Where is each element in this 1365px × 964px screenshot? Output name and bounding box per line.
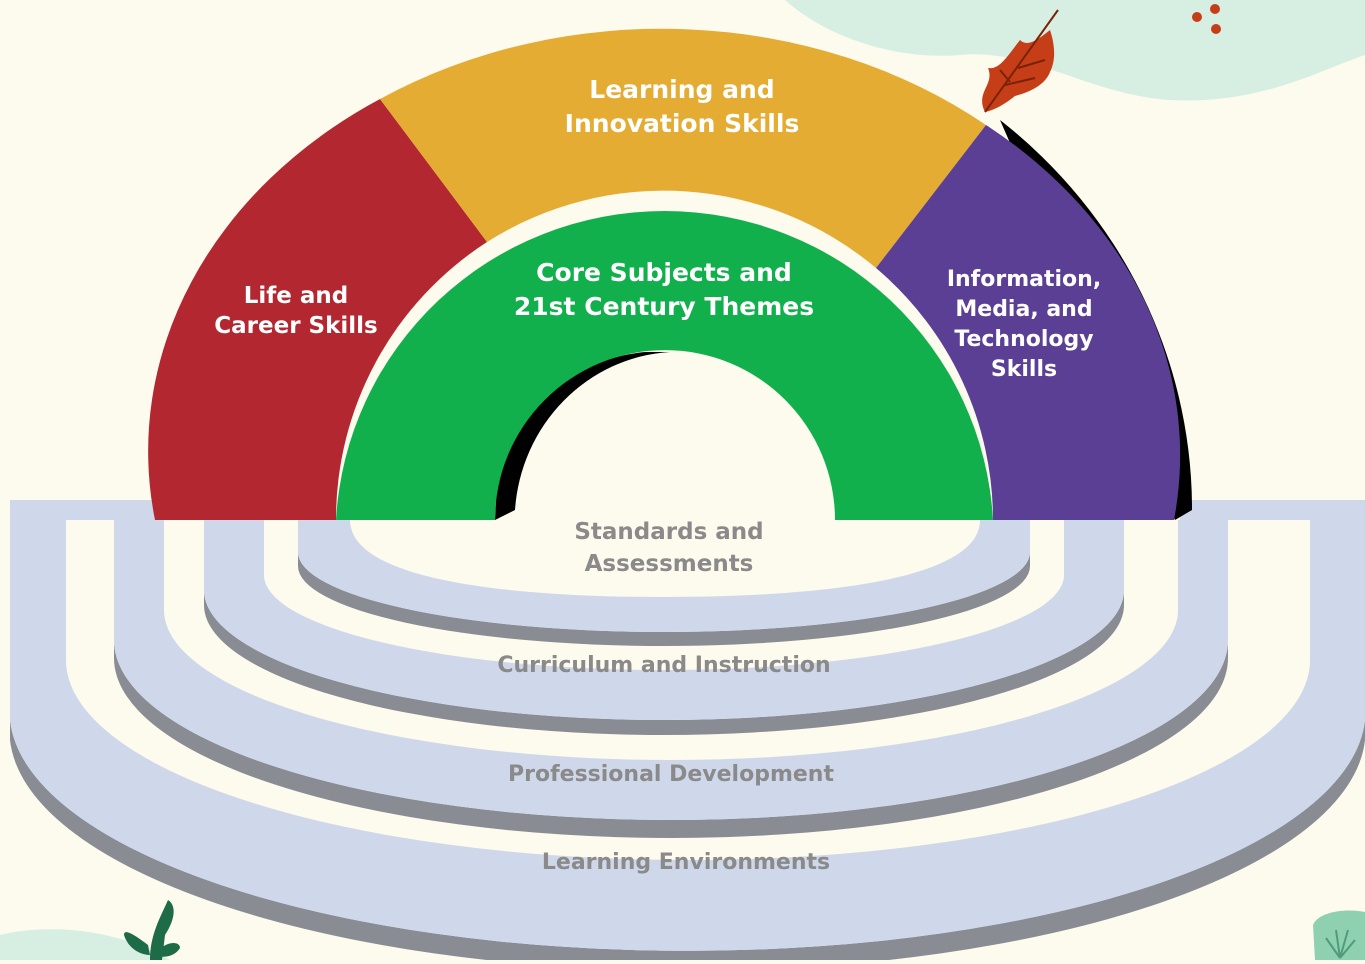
info-media-tech-line3: Technology [954, 327, 1093, 352]
learning-innovation-line2: Innovation Skills [565, 109, 800, 138]
label-environments: Learning Environments [542, 850, 830, 875]
label-professional: Professional Development [508, 762, 834, 787]
top-right-blob [785, 0, 1365, 101]
label-standards: Standards and Assessments [574, 519, 763, 577]
ring-fill-center [350, 520, 980, 597]
label-curriculum: Curriculum and Instruction [497, 653, 830, 678]
standards-line1: Standards and [574, 519, 763, 545]
segment-learning-innovation [380, 28, 986, 269]
label-life-career: Life and Career Skills [214, 283, 378, 339]
label-learning-innovation: Learning and Innovation Skills [565, 75, 800, 138]
info-media-tech-line4: Skills [991, 357, 1057, 382]
plant-icon [1313, 910, 1365, 960]
info-media-tech-line1: Information, [947, 267, 1101, 292]
sprout-icon [124, 900, 180, 960]
label-info-media-tech: Information, Media, and Technology Skill… [947, 267, 1101, 382]
inner-arch-shadow [495, 352, 670, 520]
life-career-line1: Life and [244, 283, 349, 309]
info-media-tech-line2: Media, and [955, 297, 1092, 322]
learning-innovation-line1: Learning and [589, 75, 774, 104]
bottom-left-blob [0, 929, 170, 960]
leaf-icon [982, 9, 1059, 113]
segment-core [336, 211, 993, 520]
label-core: Core Subjects and 21st Century Themes [514, 258, 814, 321]
segment-life-career [148, 99, 487, 520]
core-line2: 21st Century Themes [514, 292, 814, 321]
dots-icon [1192, 4, 1221, 34]
life-career-line2: Career Skills [214, 313, 378, 339]
core-line1: Core Subjects and [536, 258, 792, 287]
standards-line2: Assessments [585, 551, 754, 577]
segment-info-media-tech [876, 125, 1181, 520]
